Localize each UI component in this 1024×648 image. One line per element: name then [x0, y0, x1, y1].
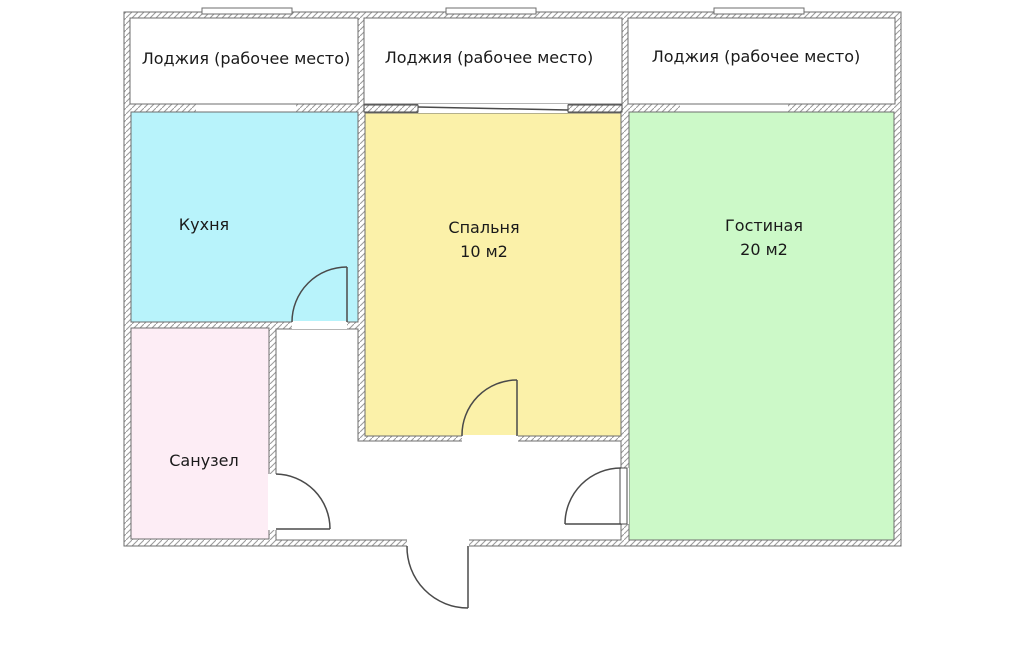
loggia-center-label: Лоджия (рабочее место) [385, 48, 594, 67]
bedroom-area: 10 м2 [460, 242, 508, 261]
window-top-left [201, 7, 293, 15]
loggia-right-label: Лоджия (рабочее место) [652, 47, 861, 66]
bathroom-door [268, 473, 331, 530]
living-door [564, 467, 629, 525]
bedroom-door [461, 379, 518, 443]
entrance-door [406, 539, 469, 609]
window-top-center [445, 7, 537, 15]
loggia-left-floor [129, 17, 359, 105]
living-label: Гостиная [725, 216, 803, 235]
kitchen-label: Кухня [179, 215, 229, 234]
bedroom-loggia-door-line [417, 106, 569, 111]
bedroom-floor [364, 112, 622, 437]
hall-floor [275, 328, 622, 541]
bathroom-label: Санузел [169, 451, 238, 470]
opening-kitchen-loggia [196, 104, 296, 112]
window-top-right [713, 7, 805, 15]
opening-living-loggia [680, 104, 788, 112]
bedroom-label: Спальня [448, 218, 519, 237]
loggia-center-floor [363, 17, 623, 105]
loggia-right-floor [627, 17, 896, 105]
living-floor [628, 111, 895, 541]
loggia-left-label: Лоджия (рабочее место) [142, 49, 351, 68]
kitchen-door [291, 266, 348, 329]
kitchen-floor [130, 111, 359, 323]
bathroom-floor [130, 327, 270, 540]
living-area: 20 м2 [740, 240, 788, 259]
